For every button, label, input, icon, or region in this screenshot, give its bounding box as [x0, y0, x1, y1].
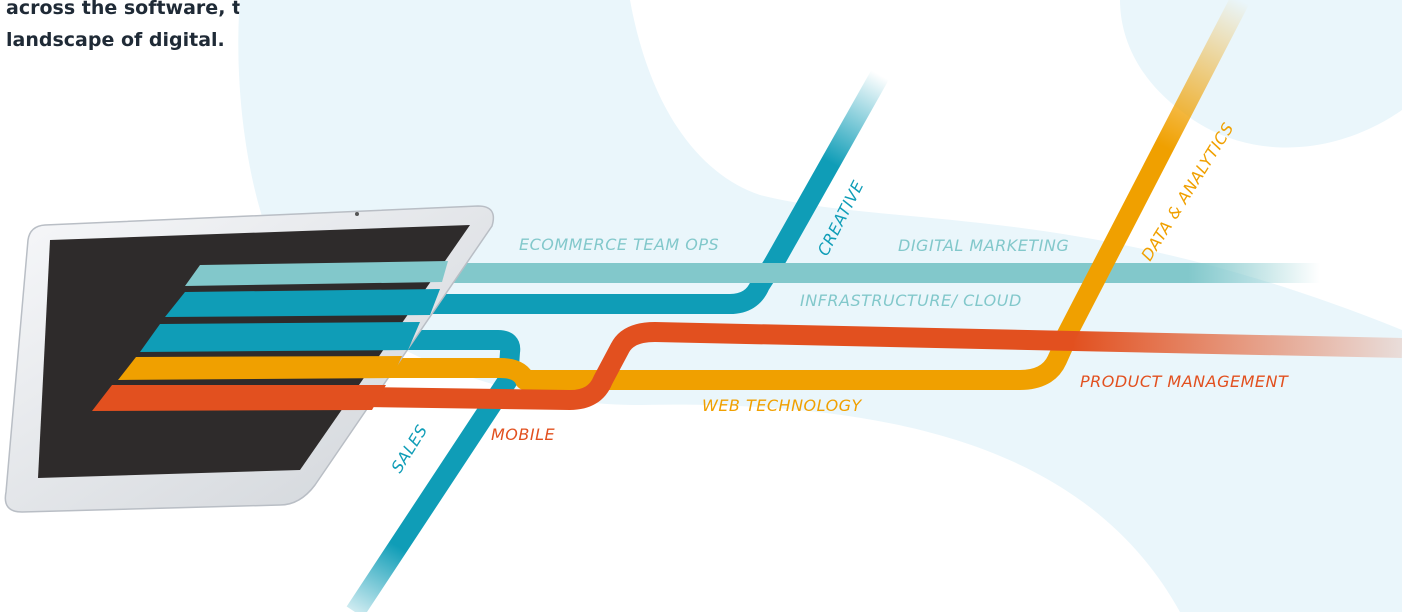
tablet-camera — [355, 212, 359, 216]
tablet-screen — [38, 225, 470, 478]
label-mobile: MOBILE — [491, 425, 556, 444]
creative-track — [761, 70, 889, 275]
label-web-technology: WEB TECHNOLOGY — [702, 396, 863, 415]
data-analytics-track — [1055, 0, 1249, 345]
product-management-track — [299, 322, 1402, 410]
sales-track — [346, 330, 521, 612]
label-infrastructure-cloud: INFRASTRUCTURE/ CLOUD — [800, 291, 1022, 310]
label-data-analytics: DATA & ANALYTICS — [1137, 119, 1237, 264]
label-sales: SALES — [387, 421, 431, 476]
label-ecommerce-team-ops: ECOMMERCE TEAM OPS — [519, 235, 719, 254]
screen-bands — [92, 261, 448, 411]
label-digital-marketing: DIGITAL MARKETING — [898, 236, 1069, 255]
ecommerce-track — [320, 254, 785, 314]
intro-line-2: landscape of digital. — [6, 29, 225, 51]
web-technology-track — [330, 335, 1076, 390]
label-product-management: PRODUCT MANAGEMENT — [1080, 372, 1289, 391]
track-lines — [299, 0, 1402, 612]
